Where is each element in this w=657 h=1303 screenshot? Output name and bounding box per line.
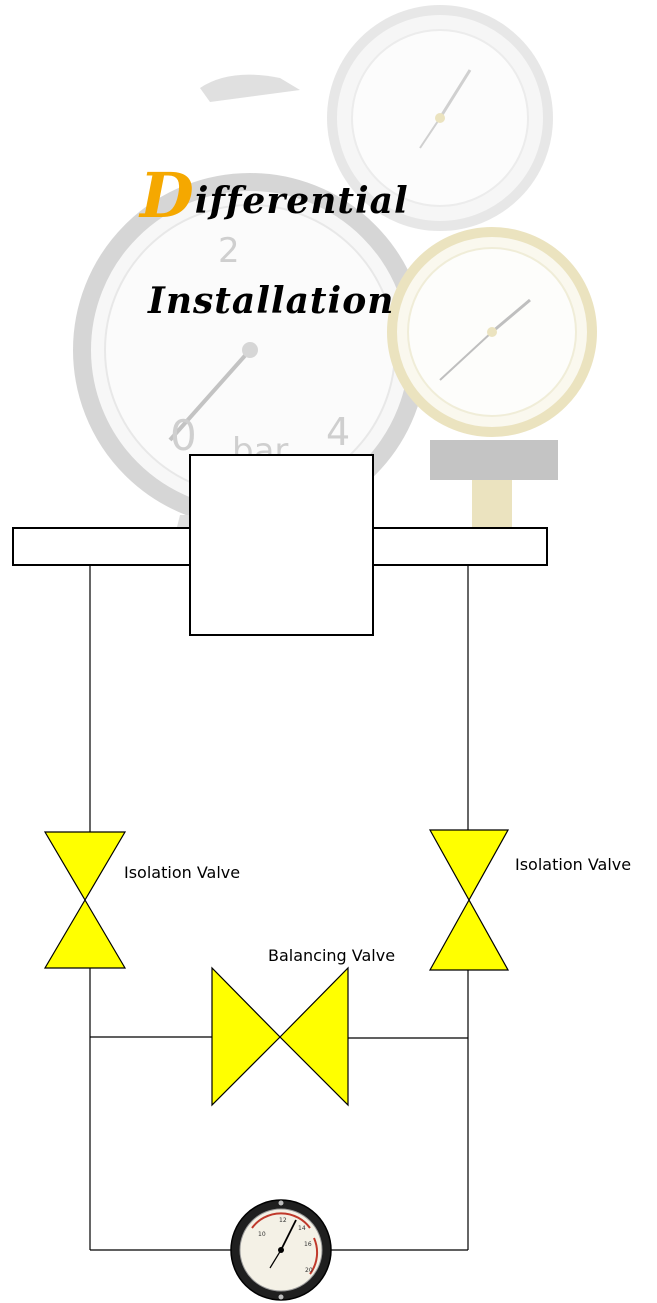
differential-pressure-gauge: 10 12 14 16 20 [230,1199,332,1301]
isolation-valve-left-label: Isolation Valve [124,863,241,882]
right-gauge-illustration [387,227,597,530]
balancing-valve-label: Balancing Valve [268,946,396,965]
isolation-valve-right-symbol [428,829,510,971]
flow-element-box [189,454,374,636]
gauge-tick-20: 20 [305,1267,313,1274]
gauge-tick-12: 12 [279,1217,287,1224]
isolation-valve-right-label: Isolation Valve [515,855,632,874]
large-gauge-tick-2: 2 [218,231,240,271]
pipe-left-section [12,527,192,566]
gauge-tick-14: 14 [298,1225,306,1232]
top-gauge-illustration [327,5,553,231]
balancing-valve-symbol [211,966,349,1107]
large-gauge-tick-0: 0 [170,411,197,460]
pipe-right-section [372,527,548,566]
isolation-valve-left-symbol [43,831,127,969]
gauge-tick-16: 16 [304,1241,312,1248]
gauge-tick-10: 10 [258,1231,266,1238]
large-gauge-tick-4: 4 [326,410,350,454]
